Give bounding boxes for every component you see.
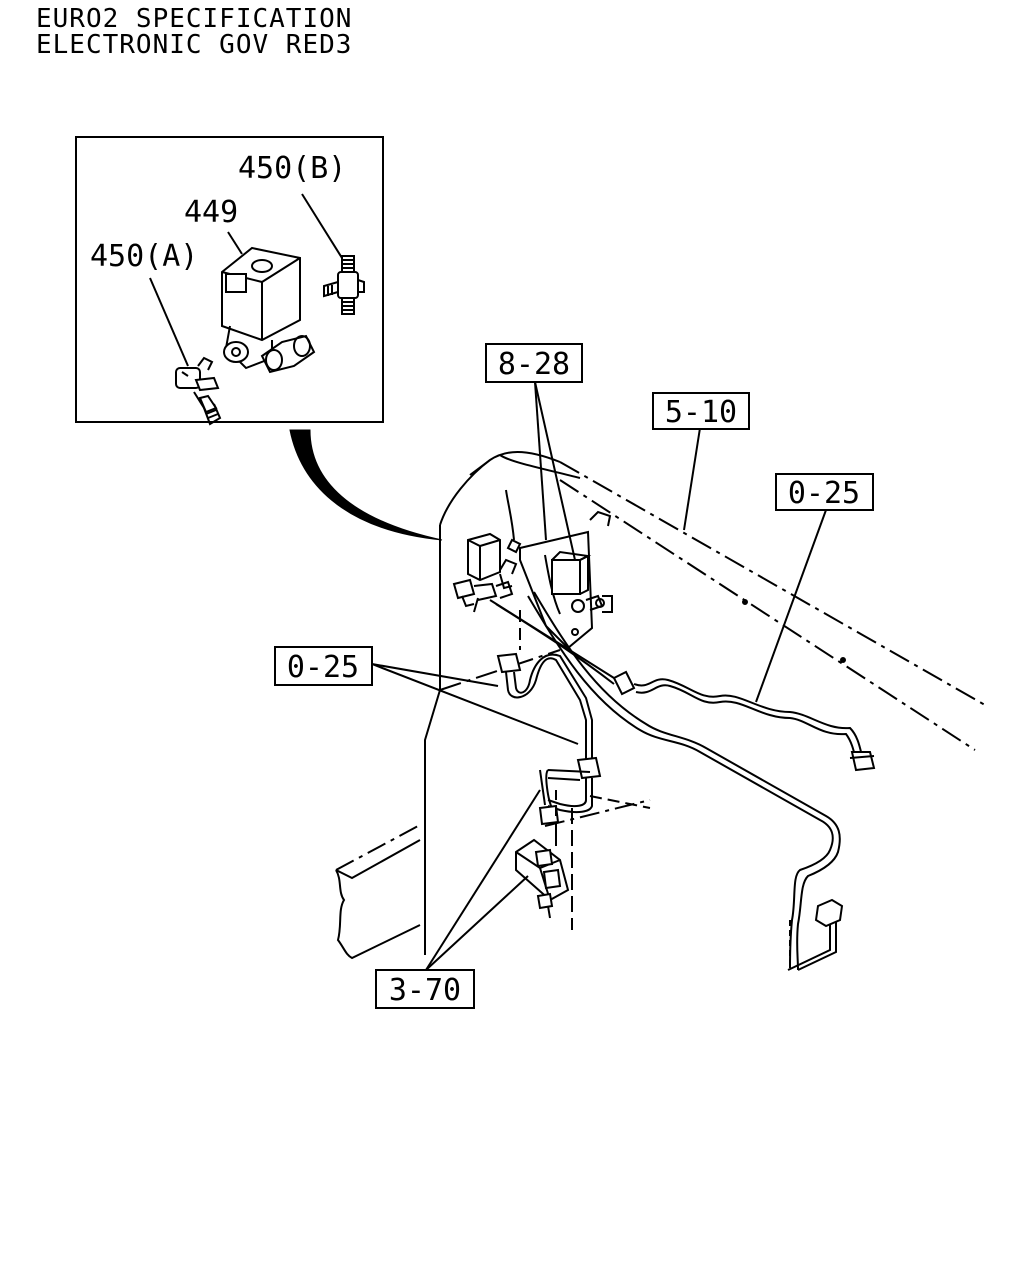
frame-rail-edge [424,525,441,955]
solenoid-valve-449-drawing [221,246,316,374]
valve-bracket-drawing [519,530,613,650]
ref-box-3-70 [375,969,475,1009]
ref-label-8-28: 8-28 [498,347,570,382]
leader-0-25-left-b [371,663,579,745]
elbow-fitting-450a-drawing [175,356,222,426]
leader-0-25-left-a [371,663,499,687]
callout-449: 449 [184,195,238,230]
diagram-title-line-2: ELECTRONIC GOV RED3 [36,30,353,60]
ref-box-0-25-right [775,473,874,511]
callout-450b: 450(B) [238,151,346,186]
reference-boxes [274,343,874,1009]
ref-label-0-25-left: 0-25 [287,650,359,685]
ref-box-5-10 [652,392,750,430]
ref-label-0-25-right: 0-25 [788,476,860,511]
ref-label-3-70: 3-70 [389,973,461,1008]
leader-8-28-a [534,381,547,541]
ref-label-5-10: 5-10 [665,395,737,430]
tee-fitting-450b-drawing [323,255,365,315]
leader-3-70-b [425,875,529,971]
ref-box-0-25-left [274,646,373,686]
valve-left-drawing [452,489,522,613]
inset-detail [75,136,384,426]
detail-reference-arrow [289,429,443,541]
leader-8-28-b [534,381,576,561]
diagram-title-line-1: EURO2 SPECIFICATION [36,4,353,34]
main-assembly [335,381,986,971]
leader-449 [227,231,243,255]
leader-450a [149,277,189,367]
leader-0-25-right [755,509,827,703]
ref-box-8-28 [485,343,583,383]
leader-450b [301,193,343,259]
leader-3-70-a [425,789,541,971]
callout-450a: 450(A) [90,239,198,274]
leader-5-10 [683,427,701,531]
inset-frame [75,136,384,423]
lower-bracket-drawing [515,790,573,930]
